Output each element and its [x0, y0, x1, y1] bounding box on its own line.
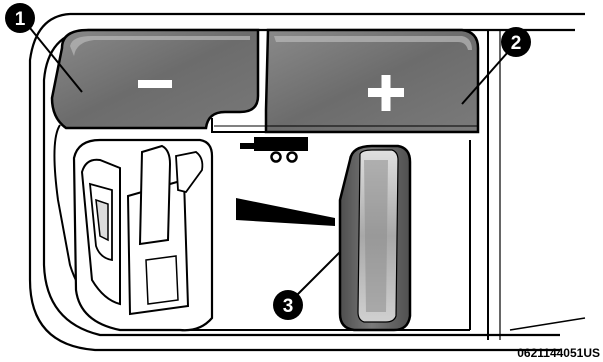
minus-paddle-button[interactable]: - — [0, 0, 258, 128]
figure-code: 0621144051US — [517, 346, 600, 360]
callout-3: 3 — [273, 252, 340, 320]
minus-symbol — [138, 80, 172, 88]
wedge-indicator-icon — [236, 198, 335, 226]
plus-symbol-vertical — [382, 75, 391, 111]
left-control-housing — [74, 140, 212, 330]
callout-3-number: 3 — [283, 296, 294, 317]
shift-lever[interactable] — [340, 146, 410, 330]
trailer-icon — [240, 137, 308, 162]
callout-1-number: 1 — [15, 9, 26, 30]
callout-2-number: 2 — [511, 33, 522, 54]
